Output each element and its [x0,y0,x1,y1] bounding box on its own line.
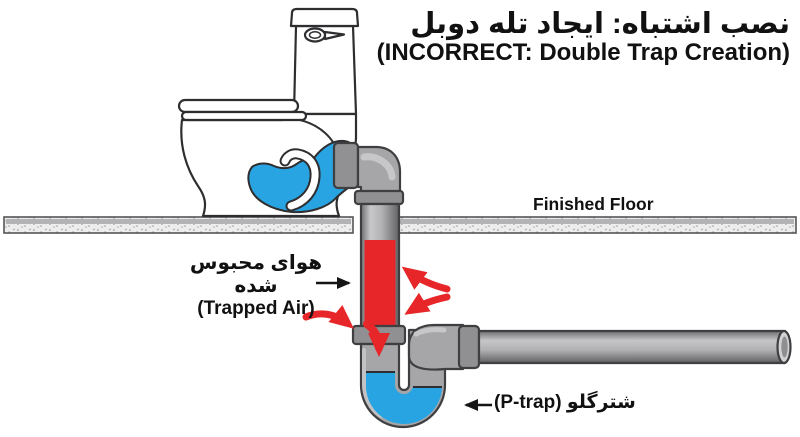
title-english: (INCORRECT: Double Trap Creation) [376,39,790,67]
p-trap-label: شترگلو (P-trap) [494,392,636,413]
toilet [177,7,360,218]
pipe-coupling-outlet [457,324,481,370]
toilet-tank-lid [289,7,360,28]
trapway-channel [281,150,319,210]
floor-top-band-right [400,219,794,224]
diagram-title: نصب اشتباه: ایجاد تله دوبل (INCORRECT: D… [377,8,790,67]
toilet-seat [180,110,308,122]
trapped-air-label: هوای محبوس شده (Trapped Air) [172,252,340,320]
trapped-air-label-persian: هوای محبوس شده [189,252,323,297]
elbow-highlight [360,153,396,181]
outlet-elbow-highlight [413,327,447,337]
outlet-flange [332,141,360,190]
toilet-seat-lid [177,98,300,114]
flush-handle-icon [303,27,346,43]
drain-pipe-assembly [332,141,407,346]
finished-floor-label: Finished Floor [533,194,654,214]
p-trap-water [365,372,442,424]
label-pointers [316,277,492,411]
air-arrow-left [302,304,354,329]
airflow-arrows [302,266,451,357]
title-persian: نصب اشتباه: ایجاد تله دوبل [410,8,790,40]
air-arrow-down-pipe [363,320,390,357]
trapped-air-column [364,240,396,326]
floor-top-band-left [6,219,351,224]
horizontal-drain-pipe [477,329,792,365]
trapped-air-label-english: (Trapped Air) [197,298,315,319]
air-arrow-upper-right [401,266,451,293]
pipe-bore [781,336,788,358]
pipe-coupling-upper [353,189,405,206]
air-arrow-lower-right [404,292,451,315]
